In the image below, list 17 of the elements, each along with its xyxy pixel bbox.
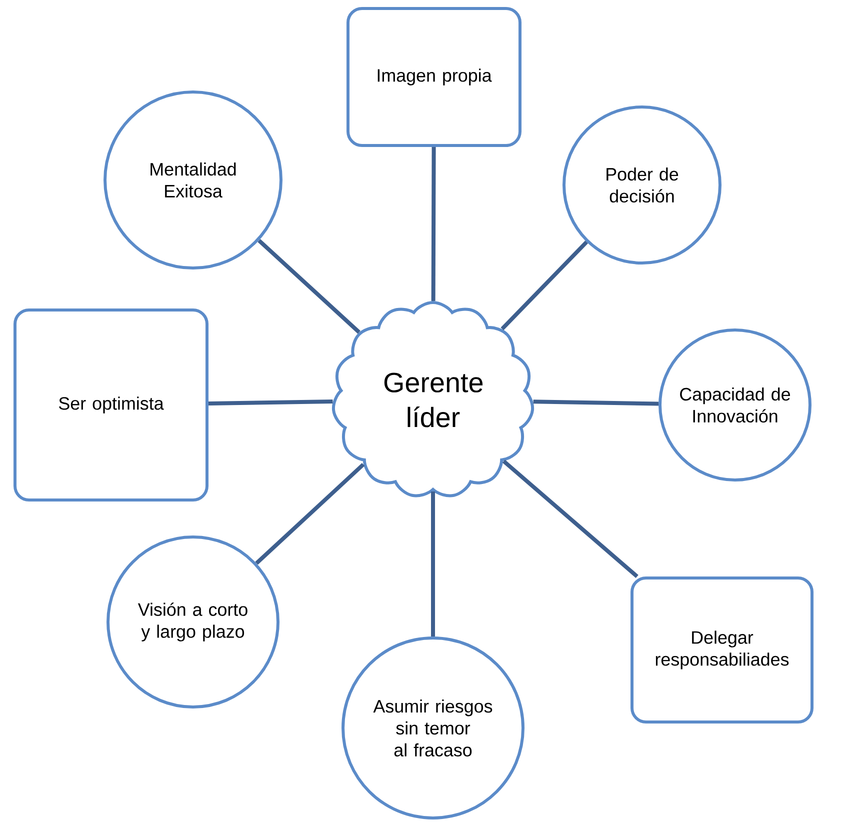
circle-node: Visión a corto y largo plazo: [106, 536, 280, 708]
connector-line: [431, 491, 435, 636]
connector-line: [500, 240, 588, 330]
connector-line: [258, 239, 360, 334]
connector-line: [255, 463, 365, 565]
connector-line: [533, 400, 659, 406]
circle-node: Mentalidad Exitosa: [104, 90, 282, 270]
circle-node: Capacidad de Innovación: [658, 328, 812, 482]
rounded-box: Delegar responsabiliades: [630, 576, 814, 724]
connector-line: [208, 400, 333, 406]
cloud-node: Gerente líder: [332, 301, 534, 498]
connector-line: [502, 460, 638, 578]
rounded-box: Ser optimista: [14, 308, 208, 502]
connector-line: [431, 147, 436, 301]
rounded-box: Imagen propia: [346, 7, 522, 147]
circle-node: Poder de decisión: [562, 106, 722, 264]
circle-node: Asumir riesgos sin temor al fracaso: [342, 636, 524, 820]
